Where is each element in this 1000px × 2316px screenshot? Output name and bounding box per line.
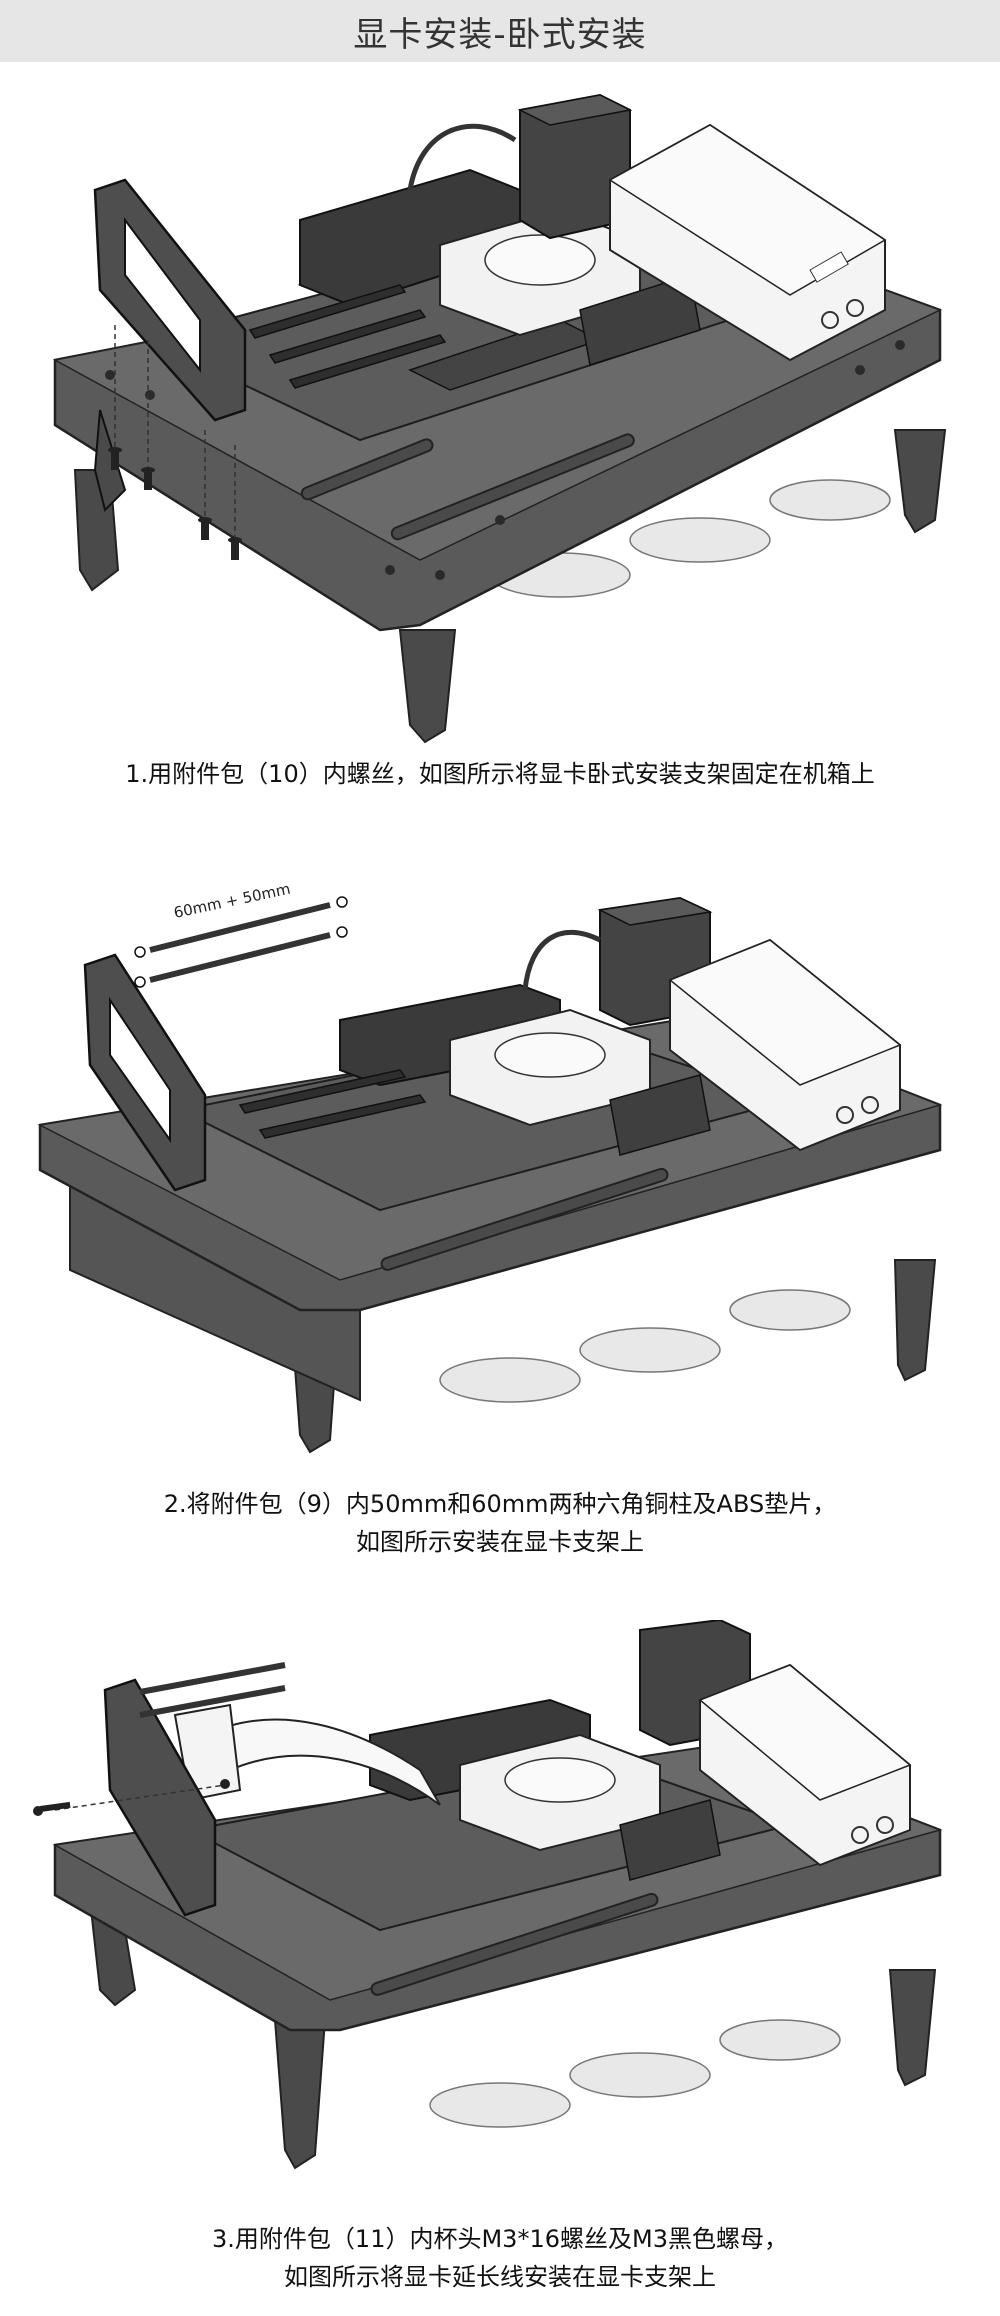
cpu-waterblock-top bbox=[504, 1757, 616, 1803]
cpu-waterblock-top bbox=[484, 234, 596, 286]
dimension-label: 60mm + 50mm bbox=[172, 880, 292, 922]
ram-slots bbox=[619, 1799, 721, 1881]
tray-slot bbox=[380, 1167, 669, 1271]
case-leg bbox=[893, 429, 947, 534]
cpu-waterblock-top bbox=[494, 1032, 606, 1078]
water-tube bbox=[522, 929, 602, 991]
screws bbox=[108, 447, 242, 560]
pcie-slots bbox=[248, 284, 447, 389]
screws bbox=[33, 1779, 230, 1816]
riser-cable bbox=[203, 1718, 441, 1806]
screw-guides bbox=[114, 325, 236, 540]
step-1-illustration bbox=[52, 93, 947, 744]
gpu-bracket-cutout bbox=[109, 996, 171, 1144]
standoffs bbox=[139, 1662, 286, 1718]
step-3-illustration bbox=[33, 1620, 943, 2170]
caption-line: 1.用附件包（10）内螺丝，如图所示将显卡卧式安装支架固定在机箱上 bbox=[125, 760, 875, 788]
step-1-caption: 1.用附件包（10）内螺丝，如图所示将显卡卧式安装支架固定在机箱上 bbox=[0, 755, 1000, 793]
ram-slots bbox=[609, 1074, 711, 1156]
case-fans bbox=[439, 1289, 851, 1403]
reservoir-top bbox=[608, 124, 887, 296]
case-leg bbox=[893, 1259, 937, 1382]
page-title: 显卡安装-卧式安装 bbox=[353, 14, 647, 55]
step-3: 3.用附件包（11）内杯头M3*16螺丝及M3黑色螺母， 如图所示将显卡延长线安… bbox=[0, 1620, 1000, 2291]
reservoir-port bbox=[821, 311, 839, 329]
gpu-bracket-cutout bbox=[124, 217, 201, 373]
screw-guides bbox=[54, 1784, 226, 1811]
caption-line: 如图所示将显卡延长线安装在显卡支架上 bbox=[284, 2263, 716, 2291]
step-3-caption: 3.用附件包（11）内杯头M3*16螺丝及M3黑色螺母， 如图所示将显卡延长线安… bbox=[0, 2220, 1000, 2296]
pump-top bbox=[597, 897, 713, 926]
gpu-bracket bbox=[103, 1678, 217, 1917]
case-leg bbox=[398, 629, 457, 744]
ram-slots bbox=[579, 274, 701, 366]
water-tube bbox=[407, 123, 517, 191]
tray-slot bbox=[370, 1892, 659, 1996]
pcie-slots bbox=[238, 1069, 427, 1139]
step-2-illustration: 60mm + 50mm bbox=[37, 880, 943, 1454]
step-2-caption: 2.将附件包（9）内50mm和60mm两种六角铜柱及ABS垫片， 如图所示安装在… bbox=[0, 1485, 1000, 1561]
step-1: 1.用附件包（10）内螺丝，如图所示将显卡卧式安装支架固定在机箱上 bbox=[0, 70, 1000, 788]
reservoir-port bbox=[846, 299, 864, 317]
reservoir-top bbox=[698, 1664, 912, 1801]
title-bar: 显卡安装-卧式安装 bbox=[0, 0, 1000, 62]
caption-line: 2.将附件包（9）内50mm和60mm两种六角铜柱及ABS垫片， bbox=[163, 1490, 837, 1518]
reservoir-port bbox=[876, 1816, 894, 1834]
case-leg bbox=[888, 1969, 937, 2087]
tray-slots bbox=[300, 433, 635, 541]
reservoir-display bbox=[809, 251, 849, 283]
reservoir-top bbox=[668, 939, 902, 1086]
pump-top bbox=[517, 94, 633, 126]
case-fans bbox=[429, 2019, 841, 2128]
reservoir-port bbox=[851, 1826, 869, 1844]
tray-holes bbox=[105, 325, 905, 580]
caption-line: 3.用附件包（11）内杯头M3*16螺丝及M3黑色螺母， bbox=[212, 2225, 788, 2253]
step-2: 60mm + 50mm 2.将附件包（9）内50mm和60mm两种六角铜柱及AB… bbox=[0, 880, 1000, 1556]
standoffs bbox=[134, 896, 348, 988]
reservoir-port bbox=[836, 1106, 854, 1124]
caption-line: 如图所示安装在显卡支架上 bbox=[356, 1528, 644, 1556]
reservoir-port bbox=[861, 1096, 879, 1114]
case-leg bbox=[273, 2019, 327, 2170]
